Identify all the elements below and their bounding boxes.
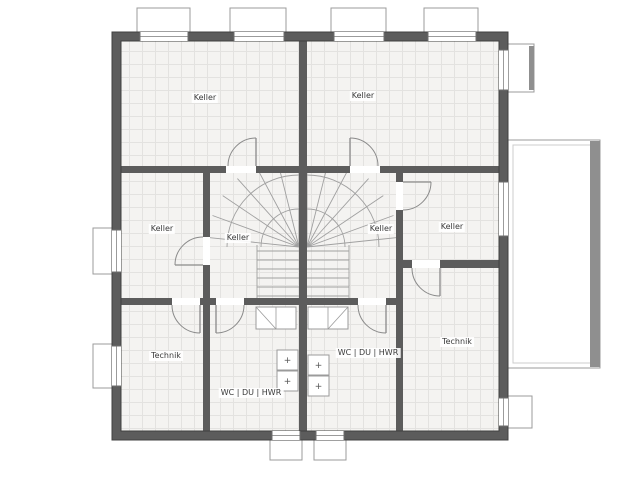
appliance-right-2 bbox=[307, 375, 330, 397]
room-label-keller-mid-right: Keller bbox=[438, 222, 466, 232]
door-keller-mid-left bbox=[174, 236, 204, 266]
terrace-retaining-wall bbox=[590, 141, 600, 367]
light-well-left-2 bbox=[92, 343, 114, 389]
door-technik-right bbox=[411, 267, 441, 297]
window-right-1 bbox=[499, 49, 508, 91]
light-well-top-2 bbox=[229, 7, 287, 33]
window-left-2 bbox=[112, 345, 121, 387]
terrace-court bbox=[507, 139, 601, 369]
exterior-structures bbox=[92, 7, 601, 461]
room-label-keller-stair-left: Keller bbox=[224, 233, 252, 243]
window-top-4 bbox=[427, 32, 477, 41]
room-label-keller-stair-right: Keller bbox=[367, 224, 395, 234]
connection-plus-icon: + bbox=[284, 356, 292, 366]
fixtures: + + + + bbox=[255, 306, 349, 397]
light-well-bottom-1 bbox=[269, 439, 303, 461]
room-label-keller-mid-left: Keller bbox=[148, 224, 176, 234]
door-wc-left bbox=[215, 304, 245, 334]
window-top-3 bbox=[333, 32, 385, 41]
room-label-technik-right: Technik bbox=[440, 337, 474, 347]
light-well-top-4 bbox=[423, 7, 479, 33]
light-well-top-1 bbox=[136, 7, 191, 33]
door-keller-top-left bbox=[227, 137, 257, 167]
outer-wall-top bbox=[112, 32, 508, 41]
appliance-left-1 bbox=[276, 349, 299, 371]
staircase-left bbox=[210, 173, 299, 298]
interior-wall-right-horizontal-2 bbox=[403, 260, 499, 268]
light-well-bottom-2 bbox=[313, 439, 347, 461]
outer-wall-bottom bbox=[112, 431, 508, 440]
room-label-wc-du-hwr-right: WC | DU | HWR bbox=[335, 348, 401, 358]
window-top-2 bbox=[233, 32, 285, 41]
interior-wall-left-horizontal-1 bbox=[121, 166, 299, 173]
appliance-right-1 bbox=[307, 354, 330, 376]
interior-wall-left-vertical-2 bbox=[203, 305, 210, 431]
door-openings bbox=[172, 166, 440, 305]
door-wc-right bbox=[357, 304, 387, 334]
window-bottom-2 bbox=[315, 431, 345, 440]
room-label-wc-du-hwr-left: WC | DU | HWR bbox=[218, 388, 284, 398]
connection-plus-icon: + bbox=[315, 382, 323, 392]
windows bbox=[112, 32, 508, 440]
interior-wall-right-horizontal-3 bbox=[307, 298, 396, 305]
window-bottom-1 bbox=[271, 431, 301, 440]
door-keller-mid-right bbox=[402, 181, 432, 211]
light-well-top-3 bbox=[330, 7, 387, 33]
window-left-1 bbox=[112, 229, 121, 273]
light-well-left-1 bbox=[92, 227, 114, 275]
connection-plus-icon: + bbox=[315, 361, 323, 371]
room-label-technik-left: Technik bbox=[149, 351, 183, 361]
window-right-3 bbox=[499, 397, 508, 427]
room-label-keller-top-right: Keller bbox=[349, 91, 377, 101]
room-label-keller-top-left: Keller bbox=[191, 93, 219, 103]
light-well-right-top-wall bbox=[529, 46, 534, 90]
interior-wall-left-horizontal-2 bbox=[121, 298, 299, 305]
interior-wall-right-horizontal-1 bbox=[307, 166, 499, 173]
light-well-right-bottom bbox=[507, 395, 533, 429]
door-technik-left bbox=[171, 304, 201, 334]
window-top-1 bbox=[139, 32, 189, 41]
door-keller-top-right bbox=[349, 137, 379, 167]
party-wall bbox=[299, 41, 307, 431]
doors bbox=[171, 137, 441, 334]
interior-wall-right-vertical-1 bbox=[396, 173, 403, 431]
window-right-2 bbox=[499, 181, 508, 237]
appliance-left-2 bbox=[276, 370, 299, 392]
connection-plus-icon: + bbox=[284, 377, 292, 387]
